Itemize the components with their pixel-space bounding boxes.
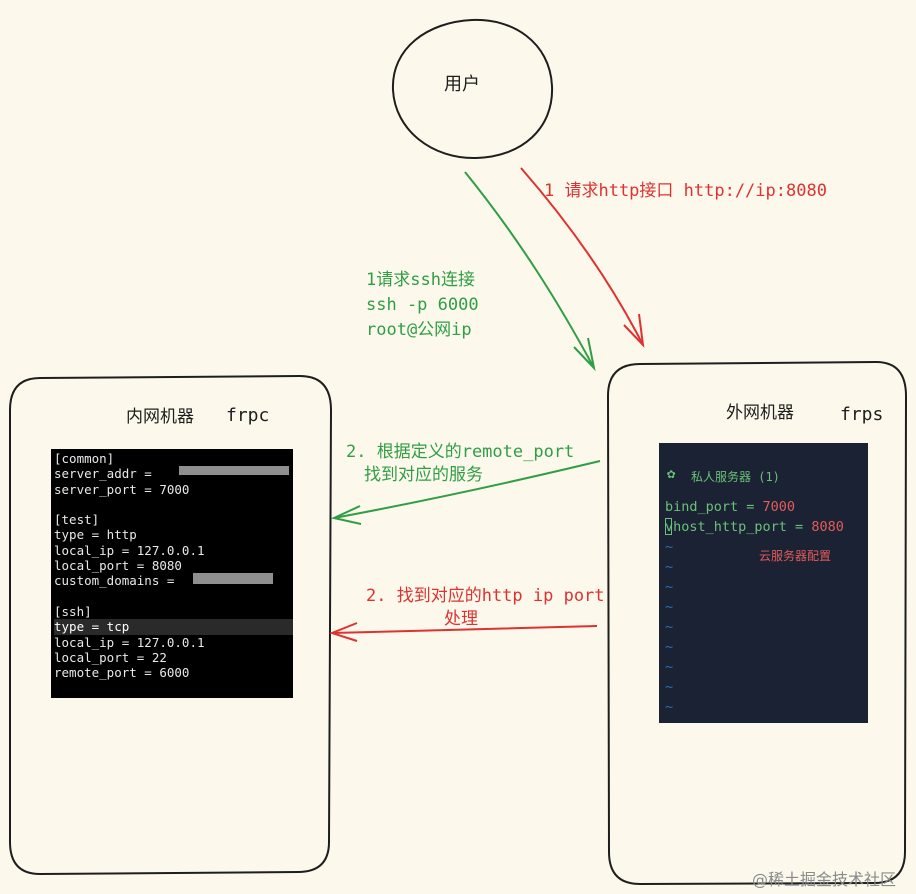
green-request-line: root@公网ip [366,320,472,340]
red-forward-label: 2. 找到对应的http ip port 处理 [366,585,605,631]
config-line: type = http [54,527,137,543]
green-forward-line: 2. 根据定义的remote_port [346,442,575,462]
config-line-highlighted: type = tcp [54,619,293,635]
green-forward-arrow [333,460,601,519]
config-line: remote_port = 6000 [54,665,190,681]
green-request-arrow [464,171,595,369]
vhost-port-key: vhost_http_port = [665,519,812,535]
vim-tilde: ~ [665,619,674,635]
red-forward-arrow [331,625,598,634]
red-request-arrowhead [623,313,645,348]
config-line: local_ip = 127.0.0.1 [54,634,205,650]
config-line: local_port = 22 [54,649,167,665]
watermark: @稀土掘金技术社区 [752,870,897,889]
internal-machine-title: 内网机器 [126,407,194,427]
bind-port-key: bind_port = [665,499,763,515]
vim-cursor [665,518,672,535]
config-line: server_port = 7000 [54,481,190,497]
vim-tilde: ~ [665,579,674,595]
internal-machine-box [9,374,333,876]
green-forward-label: 2. 根据定义的remote_port 找到对应的服务 [346,441,574,487]
green-request-arrowhead [573,337,596,372]
green-request-line: ssh -p 6000 [366,295,479,315]
green-forward-arrowhead [330,505,362,525]
gear-icon: ✿ [667,466,676,482]
bind-port-value: 7000 [762,499,796,515]
red-request-label: 1 请求http接口 http://ip:8080 [544,181,827,201]
vim-tilde: ~ [665,559,674,575]
bind-port-line: bind_port = 7000 [665,499,795,515]
red-forward-line: 2. 找到对应的http ip port [366,586,605,606]
user-node-circle [391,18,554,160]
redacted-custom-domain [193,573,273,584]
frpc-config-terminal: [common] server_addr = server_port = 700… [51,449,293,698]
vim-tilde: ~ [665,699,674,715]
green-request-label: 1请求ssh连接 ssh -p 6000 root@公网ip [366,268,479,343]
red-request-arrow [520,167,644,346]
red-forward-line: 处理 [444,609,478,629]
frps-config-panel: ✿ 私人服务器 (1) bind_port = 7000 vhost_http_… [659,443,868,723]
vhost-port-line: vhost_http_port = 8080 [665,519,844,535]
red-forward-arrowhead [329,622,358,642]
config-line: local_port = 8080 [54,558,182,574]
green-request-line: 1请求ssh连接 [366,270,475,290]
config-line: custom_domains = [54,573,182,589]
vim-tilde: ~ [665,659,674,675]
user-node-label: 用户 [444,74,480,95]
green-forward-line: 找到对应的服务 [364,465,483,485]
external-machine-title: 外网机器 [726,403,794,423]
vhost-port-value: 8080 [811,519,844,535]
config-line [54,497,293,512]
config-line: local_ip = 127.0.0.1 [54,542,205,558]
vim-tilde: ~ [665,679,674,695]
config-line: [common] [54,451,115,466]
cloud-server-note: 云服务器配置 [759,549,832,563]
vim-tilde: ~ [665,599,674,615]
config-line: server_addr = [54,466,160,482]
config-line: [test] [54,512,100,528]
external-machine-tag: frps [840,404,884,425]
redacted-server-addr [179,466,289,475]
vim-tilde: ~ [665,539,674,555]
vim-tilde: ~ [665,639,674,655]
internal-machine-tag: frpc [226,405,270,426]
config-line: [ssh] [54,603,92,619]
panel-header: 私人服务器 (1) [691,470,780,484]
config-line [54,589,293,604]
external-machine-box [606,360,908,886]
